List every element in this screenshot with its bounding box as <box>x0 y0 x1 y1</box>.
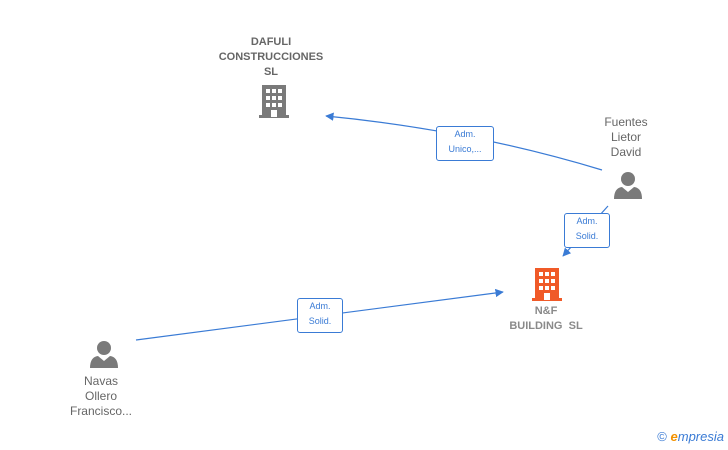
edge-label-fuentes-nf[interactable]: Adm. Solid. <box>564 213 610 248</box>
brand-logo-initial: e <box>670 429 678 444</box>
building-icon[interactable] <box>258 83 290 119</box>
person-icon[interactable] <box>89 339 119 369</box>
node-label-dafuli[interactable]: DAFULI CONSTRUCCIONES SL <box>218 36 324 78</box>
brand-footer: © empresia <box>657 429 724 444</box>
edge-label-navas-nf[interactable]: Adm. Solid. <box>297 298 343 333</box>
node-label-navas[interactable]: Navas Ollero Francisco... <box>69 374 132 418</box>
brand-logo-text: mpresia <box>677 429 724 444</box>
edge-label-fuentes-dafuli[interactable]: Adm. Unico,... <box>436 126 494 161</box>
building-icon-highlighted[interactable] <box>531 266 563 302</box>
copyright-icon: © <box>657 429 667 444</box>
person-icon[interactable] <box>613 170 643 200</box>
node-label-nf-building[interactable]: N&F BUILDING SL <box>509 305 583 332</box>
node-label-fuentes[interactable]: Fuentes Lietor David <box>604 115 648 159</box>
